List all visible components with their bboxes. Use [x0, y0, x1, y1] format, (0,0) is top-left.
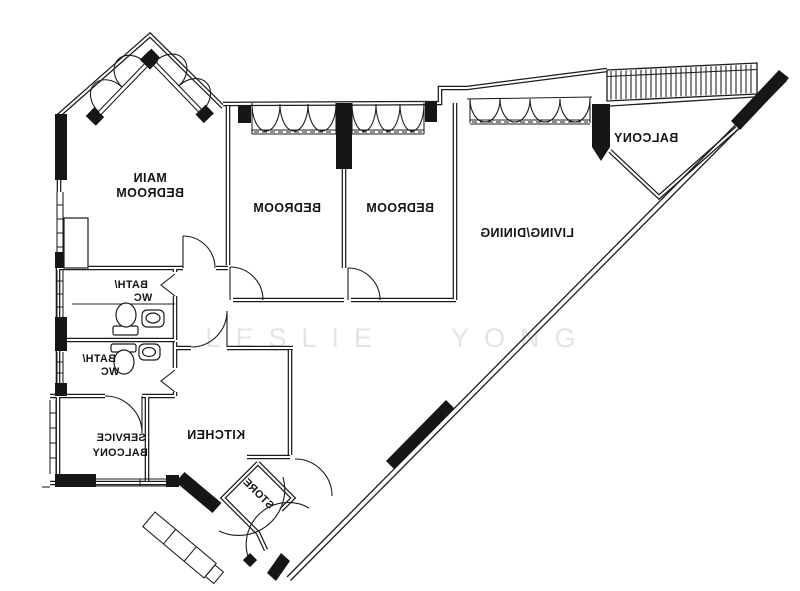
pier-bedroom-divider: [336, 103, 352, 169]
room-labels: MAIN BEDROOM BEDROOM BEDROOM LIVING/DINI…: [82, 131, 678, 512]
pier-entrance-jamb-block: [242, 553, 258, 568]
pier-entrance-jamb: [242, 553, 258, 568]
bay-window-right-casement-arcs: [155, 53, 212, 111]
room-label-bath-upper-line2: WC: [134, 292, 153, 304]
bath-lower-side-window: [56, 352, 64, 383]
exterior-ledge: [142, 511, 225, 585]
entrance-door-arc-1: [218, 476, 286, 536]
ledge-dividers: [163, 529, 197, 562]
bay-window-right: [141, 48, 214, 124]
sink-basin-upper: [145, 312, 161, 324]
bedroom2-casement-arcs: [351, 103, 425, 132]
wardrobe: [63, 217, 89, 269]
bay-window-right-end-block-1: [141, 48, 160, 67]
service-balcony-bottom-window: [96, 478, 166, 487]
railing-top-rail: [606, 68, 758, 78]
ledge-outline: [142, 511, 218, 579]
bedroom2-door-arc: [347, 267, 381, 301]
room-label-kitchen: KITCHEN: [187, 428, 245, 442]
fixtures: [63, 217, 175, 375]
service-balcony-side-window: [49, 400, 57, 474]
pier-bath-left-2: [55, 317, 67, 351]
bay-window-left-casement-arcs: [89, 54, 147, 112]
room-label-bedroom-1: BEDROOM: [253, 201, 321, 215]
bay-window-left-sash: [96, 62, 149, 117]
walls-double-line: [50, 31, 739, 551]
bath-lower-folding-door: [160, 369, 176, 393]
pier-diagonal-top: [731, 70, 789, 130]
room-label-store: STORE: [240, 476, 276, 512]
entrance-door-arc-2: [245, 501, 310, 565]
toilet-icon-lower: [113, 349, 135, 375]
room-label-living-dining: LIVING/DINING: [480, 226, 574, 240]
room-label-main-bedroom-line1: MAIN: [133, 171, 167, 185]
bay-window-right-sash: [150, 59, 204, 114]
corridor-door-arc: [190, 310, 228, 348]
ledge-end-box: [204, 564, 225, 585]
wall-piers: [55, 70, 789, 581]
room-label-service-balcony-line1: SERVICE: [96, 432, 145, 444]
kitchen-foyer-door-arc: [294, 458, 333, 497]
pier-diagonal-kitchen: [175, 472, 222, 513]
pier-bath-left-3: [55, 383, 67, 396]
toilet-icon-upper: [115, 302, 137, 328]
bedroom2-window-frame: [351, 103, 425, 135]
balcony-floor-edge: [609, 96, 755, 107]
room-label-bedroom-2: BEDROOM: [366, 201, 434, 215]
bedroom1-window-frame: [251, 103, 337, 135]
diagonal-wall-line-outer: [286, 76, 784, 578]
bay-window-left: [85, 51, 159, 126]
windows: [42, 96, 593, 488]
bath-upper-folding-door: [160, 273, 176, 297]
room-label-service-balcony-line2: BALCONY: [92, 447, 148, 459]
railing-outline: [606, 62, 758, 102]
diagonal-wall: [286, 76, 787, 581]
pier-diagonal-tip: [267, 553, 290, 581]
pier-left-top: [55, 114, 67, 180]
balcony-railing: [606, 62, 758, 107]
diagonal-wall-line-inner: [290, 80, 787, 581]
living-window-frame: [466, 96, 593, 125]
pier-diagonal-mid: [386, 400, 454, 469]
pier-balcony-left: [592, 104, 610, 161]
wall-outline-white-core: [50, 33, 738, 551]
main-bedroom-door-arc: [182, 235, 216, 269]
living-casement-arcs: [469, 98, 591, 123]
bay-window-right-end-block-2: [195, 104, 214, 124]
pier-bottom-corner: [166, 475, 179, 487]
pier-bottom-left: [55, 474, 96, 487]
room-label-main-bedroom-line2: BEDROOM: [116, 186, 184, 200]
bedroom1-door-arc: [229, 266, 264, 301]
room-label-bath-upper-line1: BATH/: [114, 279, 148, 291]
room-label-balcony: BALCONY: [613, 131, 678, 145]
doors: [104, 235, 381, 565]
bedroom1-casement-arcs: [251, 103, 337, 132]
main-bedroom-side-window: [56, 192, 64, 256]
pier-bedroom1-window-end: [238, 105, 251, 123]
room-label-bath-lower-line2: WC: [101, 366, 120, 378]
bath-upper-side-window: [56, 270, 64, 317]
pier-bedroom2-window-end: [425, 102, 437, 122]
sink-basin-lower: [141, 346, 157, 358]
service-balcony-door-arc: [104, 395, 143, 434]
room-label-bath-lower-line1: BATH/: [82, 353, 116, 365]
bay-window-left-end-block-1: [85, 107, 105, 126]
railing-balusters: [610, 64, 752, 100]
